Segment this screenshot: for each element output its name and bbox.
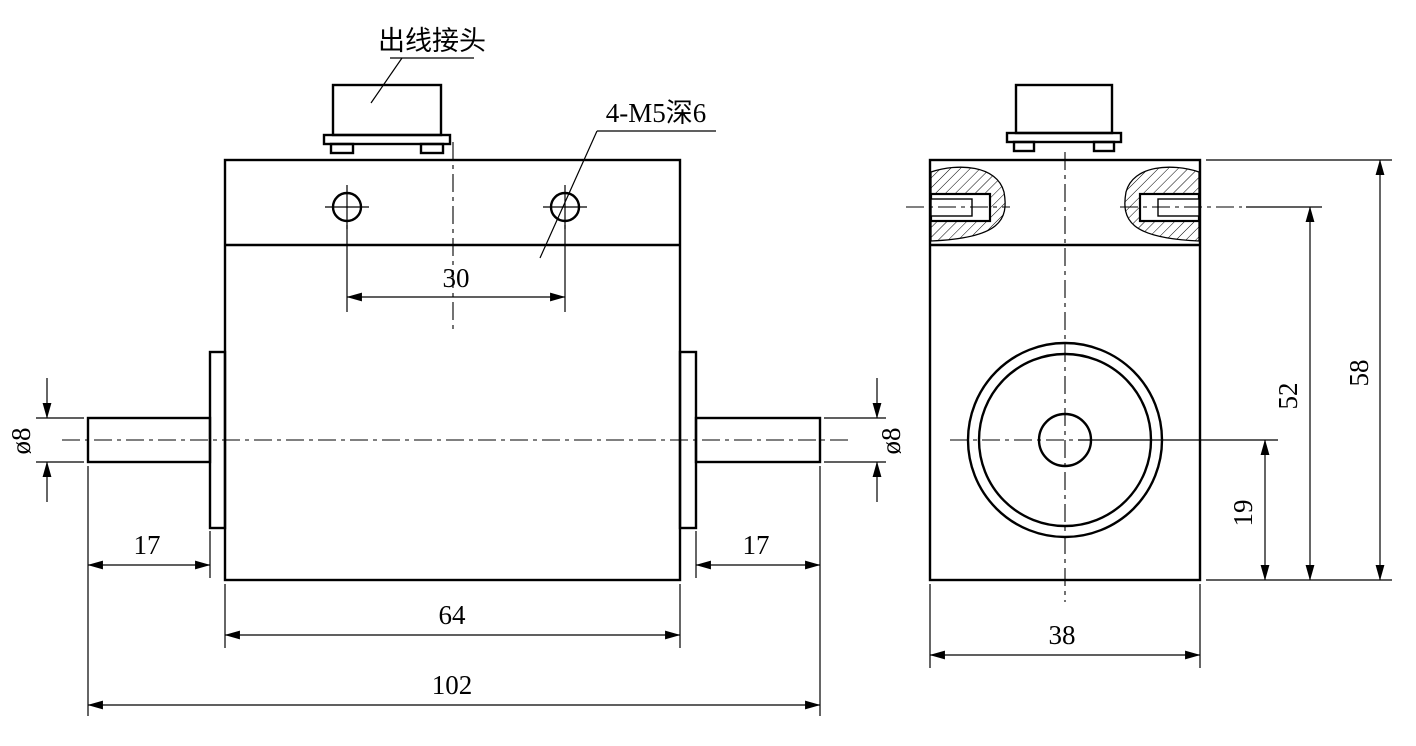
- connector-foot-right-front: [419, 142, 445, 155]
- tapped-hole-left: [906, 192, 1010, 223]
- dim-shaft-length-right: 17: [695, 530, 821, 578]
- dim-shaft-dia-right: ø8: [824, 378, 906, 502]
- connector-callout-text: 出线接头: [378, 26, 486, 56]
- dim17R-value: 17: [743, 530, 770, 560]
- front-view: 出线接头 4-M5深6 30 ø8: [6, 26, 906, 716]
- dim102-value: 102: [432, 670, 473, 700]
- connector-callout: 出线接头: [370, 26, 486, 104]
- dim-overall-length: 102: [87, 466, 821, 716]
- connector-foot-left-side: [1012, 140, 1036, 153]
- dim-shaft-length-left: 17: [87, 530, 211, 578]
- connector-housing-front: [322, 83, 452, 155]
- thread-callout: 4-M5深6: [539, 98, 716, 259]
- dim19-value: 19: [1228, 500, 1258, 527]
- connector-foot-left-front: [329, 142, 355, 155]
- dim-body-width-side: 38: [929, 584, 1201, 668]
- dim17L-value: 17: [134, 530, 161, 560]
- connector-flange-front: [322, 133, 452, 146]
- dim52-value: 52: [1273, 383, 1303, 410]
- dim64-value: 64: [439, 600, 467, 630]
- thread-callout-text: 4-M5深6: [606, 98, 707, 128]
- dim-overall-height: 58: [1344, 159, 1385, 581]
- thread-callout-leader: [539, 130, 598, 259]
- dim38-value: 38: [1049, 620, 1076, 650]
- connector-flange-side: [1005, 131, 1123, 144]
- connector-body-front: [331, 83, 443, 137]
- dim-hole-axis-to-bottom: 52: [1246, 206, 1322, 581]
- connector-body-side: [1014, 83, 1114, 135]
- connector-housing-side: [1005, 83, 1123, 153]
- dim-body-width-front: 64: [224, 584, 681, 648]
- dim-shaft-dia-left: ø8: [6, 378, 84, 502]
- dim58-value: 58: [1344, 360, 1374, 387]
- connector-callout-leader: [370, 57, 403, 104]
- dim-axis-to-bottom: 19: [1078, 439, 1278, 581]
- dia8L-value: ø8: [6, 428, 36, 455]
- connector-foot-right-side: [1092, 140, 1116, 153]
- dia8R-value: ø8: [876, 428, 906, 455]
- mounting-hole-left: [325, 185, 369, 229]
- tapped-hole-right: [1120, 192, 1242, 223]
- side-view: 19 52 58 38: [906, 83, 1392, 668]
- mounting-hole-right: [543, 185, 587, 229]
- dim30-value: 30: [443, 263, 470, 293]
- dim-hole-spacing: 30: [346, 225, 566, 312]
